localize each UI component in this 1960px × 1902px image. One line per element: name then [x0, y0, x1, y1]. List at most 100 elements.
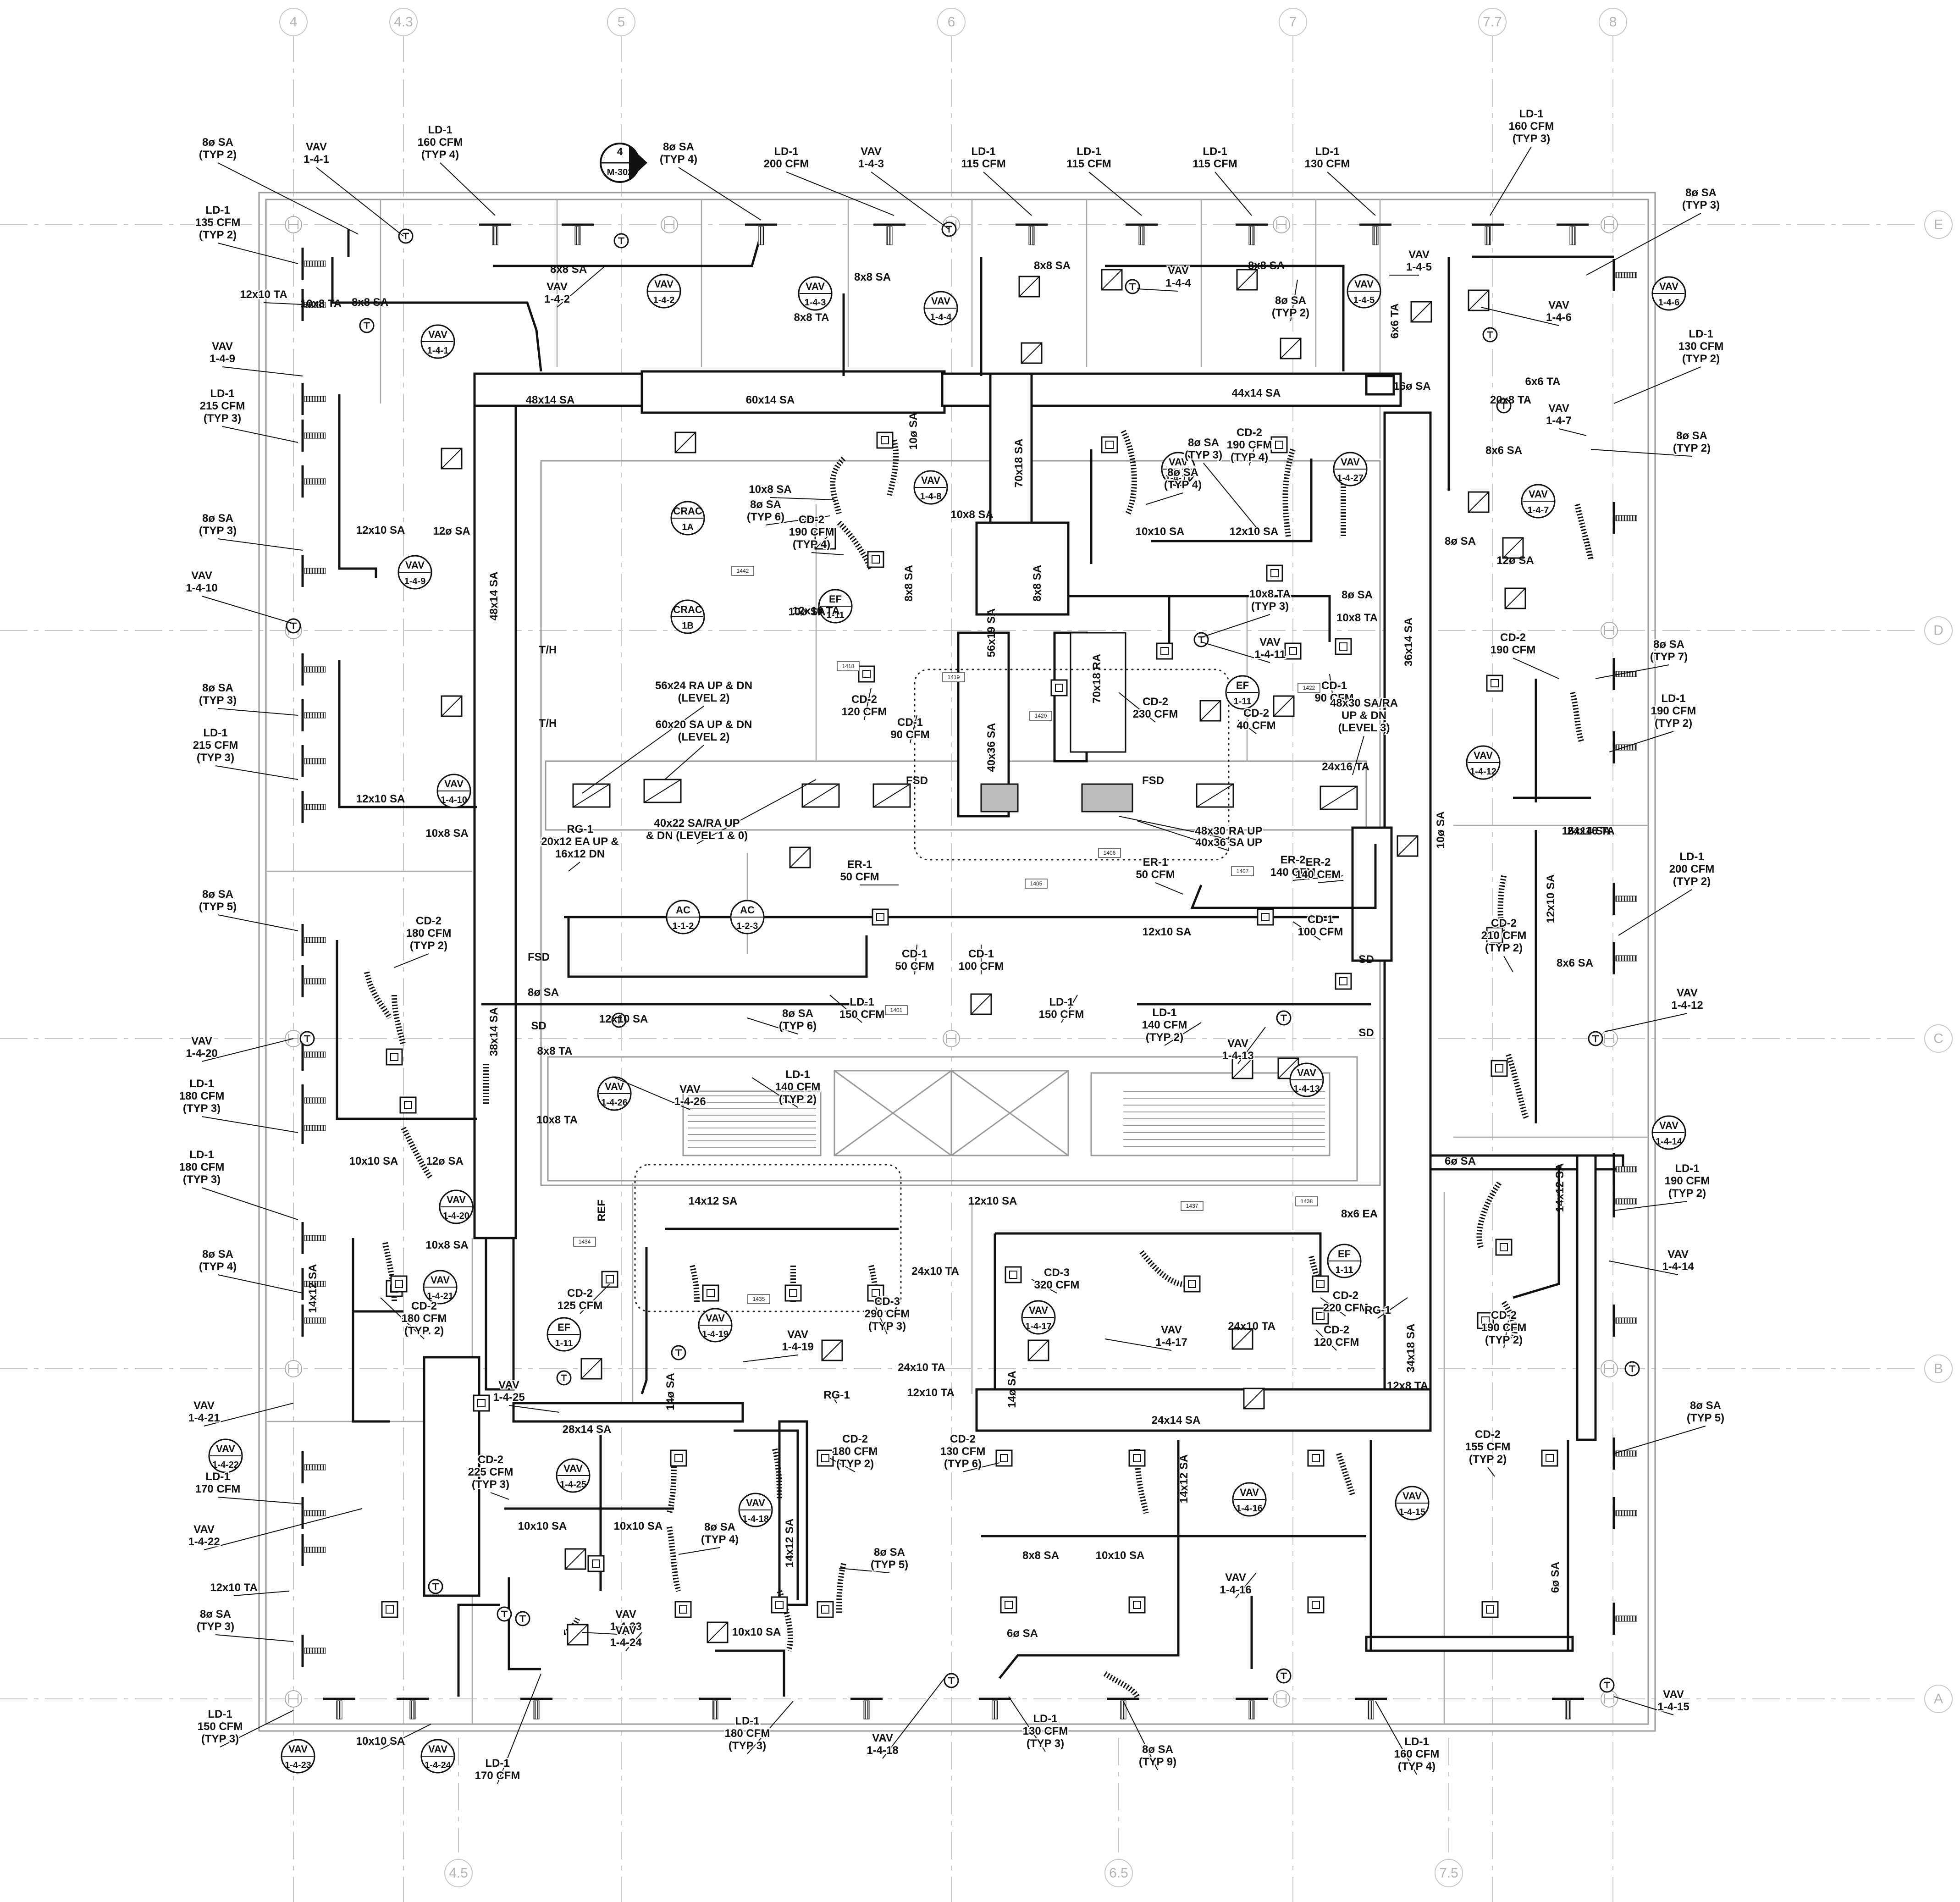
grid-label: 4.5	[449, 1866, 468, 1881]
ceiling-diffuser	[1257, 908, 1274, 926]
callout-text: VAV	[547, 281, 568, 293]
vav-tag-number: 1-4-16	[1236, 1504, 1263, 1514]
leader-line	[875, 1306, 888, 1335]
callout-text: (TYP 3)	[729, 1740, 766, 1752]
ceiling-diffuser-core	[862, 670, 871, 678]
callout-text: 180 CFM	[725, 1727, 770, 1740]
duct-label: SD	[1358, 953, 1374, 966]
ceiling-diffuser	[1491, 1060, 1508, 1077]
duct-shaft-diagonal	[1196, 784, 1234, 807]
leader-line	[380, 1297, 425, 1339]
callout-text: CD-2	[1491, 917, 1517, 929]
duct-label: 12x10 SA	[968, 1195, 1017, 1207]
ceiling-diffuser	[1270, 436, 1288, 453]
callout-text: CD-3	[1044, 1266, 1070, 1279]
leader-line	[1487, 1467, 1495, 1477]
vav-tag-name: VAV	[746, 1497, 765, 1509]
room-number-box	[837, 661, 860, 671]
leader-line	[962, 1462, 1000, 1472]
duct-label: 12x10 SA	[1545, 874, 1557, 923]
return-grilles	[441, 269, 1526, 1646]
callout-text: LD-1	[203, 727, 227, 739]
callout-text: LD-1	[850, 996, 874, 1008]
callout-text: 8ø SA	[704, 1521, 735, 1533]
vav-tag-name: VAV	[428, 1743, 447, 1755]
branch-duct	[1151, 459, 1313, 542]
leader-line	[490, 1492, 509, 1500]
leader-line	[742, 1355, 798, 1362]
callout-text: (TYP 3)	[868, 1320, 906, 1333]
return-grille-diagonal	[567, 1624, 588, 1645]
leader-line	[1586, 213, 1701, 276]
leader-line	[220, 1710, 294, 1747]
ceiling-diffuser	[1183, 1275, 1201, 1293]
callout-text: 130 CFM	[1305, 158, 1350, 170]
ceiling-diffuser-core	[872, 555, 880, 564]
vav-tag-name: VAV	[1659, 1120, 1678, 1131]
callout-text: 135 CFM	[195, 216, 241, 229]
linear-diffuser-neck	[1248, 1700, 1255, 1720]
ceiling-diffuser	[1486, 927, 1503, 944]
duct-label: FSD	[906, 774, 928, 787]
leader-line	[914, 944, 917, 975]
branch-duct	[567, 917, 868, 978]
callout-text: 1-4-3	[858, 158, 884, 170]
return-grille-diagonal	[1468, 290, 1489, 311]
leader-line	[786, 171, 894, 216]
leader-line	[557, 265, 606, 308]
leader-line	[839, 1568, 890, 1573]
callout-text: (TYP 2)	[1272, 307, 1309, 319]
grid-label: D	[1933, 623, 1943, 638]
ceiling-diffuser-core	[1105, 441, 1114, 449]
ceiling-diffuser-core	[1261, 913, 1270, 921]
flex-duct	[364, 971, 392, 1019]
branch-duct	[1190, 844, 1377, 909]
flex-duct	[1506, 1054, 1529, 1120]
return-grille-diagonal	[1411, 301, 1432, 322]
callout-text: 115 CFM	[961, 158, 1005, 170]
room-number: 1406	[1104, 850, 1116, 856]
column-marker-glyph	[1604, 1364, 1614, 1373]
callout-text: 1-4-17	[1155, 1336, 1187, 1349]
callout-text: 190 CFM	[1665, 1175, 1710, 1187]
callout-text: CD-1	[968, 948, 994, 960]
duct-shaft-diagonal	[802, 784, 839, 807]
return-grille-diagonal	[441, 696, 462, 717]
room-number-box	[1297, 683, 1320, 693]
ceiling-diffuser-core	[1005, 1601, 1013, 1609]
ceiling-diffuser-core	[395, 1280, 403, 1288]
linear-diffuser-neck	[304, 1125, 326, 1131]
return-grille-diagonal	[1397, 835, 1418, 857]
leader-line	[263, 302, 312, 305]
callout-text: LD-1	[1679, 851, 1704, 863]
return-grille-diagonal	[1028, 1340, 1049, 1361]
callout-text: (TYP. 2)	[404, 1325, 444, 1337]
return-grille-diagonal	[441, 448, 462, 469]
duct-label: 12x10 SA	[1143, 926, 1192, 938]
callout-text: 1-4-16	[1220, 1584, 1251, 1596]
linear-diffuser-neck	[886, 226, 893, 245]
leader-line	[1590, 449, 1692, 457]
branch-duct	[995, 1232, 1322, 1284]
callout-text: 140 CFM	[1142, 1019, 1187, 1031]
room-number: 1435	[753, 1296, 765, 1302]
vav-tag-number: 1-4-2	[653, 295, 675, 305]
thermostat-glyph	[618, 237, 624, 244]
duct-label: 48x14 SA	[488, 572, 500, 621]
callout-text: 180 CFM	[406, 927, 452, 940]
callout-text: 180 CFM	[402, 1312, 447, 1325]
branch-duct	[352, 1311, 390, 1423]
callout-text: (TYP 4)	[199, 1261, 237, 1273]
ceiling-diffuser	[867, 1284, 884, 1302]
callout-text: 220 CFM	[1323, 1302, 1369, 1314]
vav-tag-name: VAV	[931, 295, 950, 307]
callout-text: 1-4-14	[1662, 1261, 1694, 1273]
leader-line	[1320, 1297, 1346, 1316]
callout-text: 155 CFM	[1465, 1441, 1511, 1453]
vav-tag-number: 1-4-23	[285, 1760, 311, 1770]
duct-shafts	[572, 632, 1358, 813]
duct-segment	[423, 1356, 480, 1597]
callout-text: CD-2	[1491, 1309, 1517, 1321]
callout-text: 1-4-2	[544, 293, 570, 305]
